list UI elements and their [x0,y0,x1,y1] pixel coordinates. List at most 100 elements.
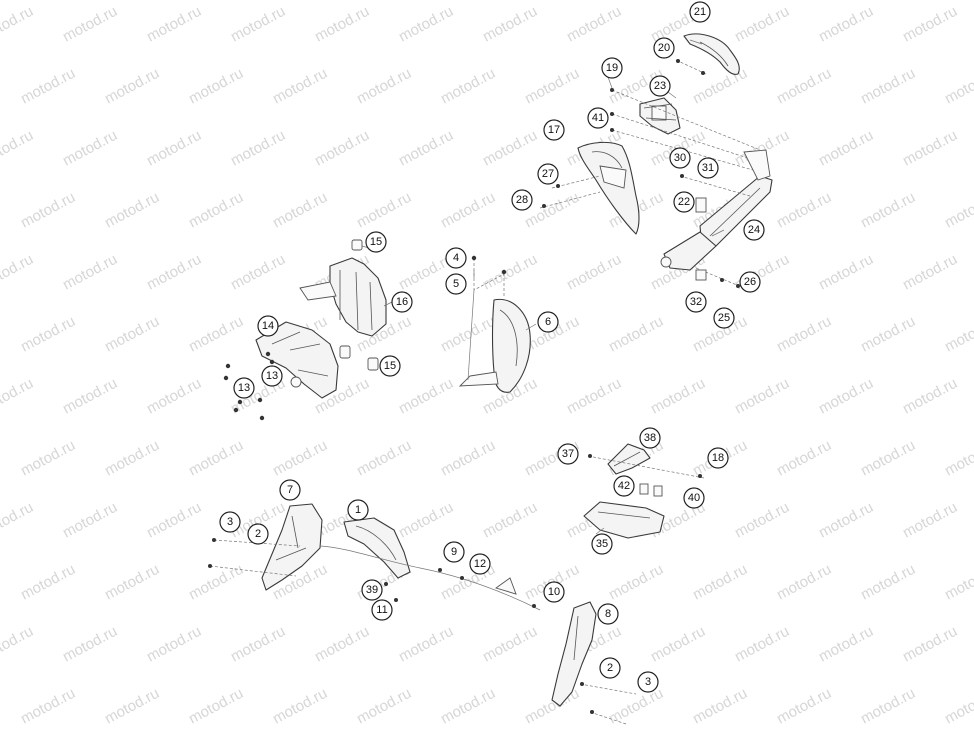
callout-42: 42 [613,475,635,497]
watermark-text: motod.ru [18,437,78,480]
callout-5: 5 [445,273,467,295]
svg-text:13: 13 [238,382,250,394]
watermark-text: motod.ru [480,127,540,170]
watermark-text: motod.ru [942,561,974,604]
callout-26: 26 [739,271,761,293]
watermark-text: motod.ru [774,561,834,604]
part-23-clamp [639,97,681,135]
watermark-text: motod.ru [900,127,960,170]
watermark-text: motod.ru [0,623,36,666]
watermark-text: motod.ru [564,375,624,418]
watermark-text: motod.ru [606,685,666,728]
watermark-text: motod.ru [606,313,666,356]
watermark-text: motod.ru [102,437,162,480]
watermark-text: motod.ru [0,251,36,294]
svg-text:32: 32 [690,296,702,308]
watermark-text: motod.ru [942,189,974,232]
svg-text:4: 4 [453,252,459,264]
callout-13-left: 13 [233,377,255,399]
watermark-text: motod.ru [732,3,792,46]
callout-28: 28 [511,189,533,211]
watermark-text: motod.ru [270,685,330,728]
watermark-text: motod.ru [816,499,876,542]
watermark-text: motod.ru [60,623,120,666]
watermark-text: motod.ru [312,623,372,666]
watermark-text: motod.ru [144,251,204,294]
svg-text:28: 28 [516,194,528,206]
callout-8: 8 [597,603,619,625]
watermark-text: motod.ru [186,685,246,728]
callout-24: 24 [743,219,765,241]
svg-text:25: 25 [718,312,730,324]
svg-text:22: 22 [678,196,690,208]
watermark-text: motod.ru [480,3,540,46]
watermark-text: motod.ru [102,189,162,232]
callout-19: 19 [601,57,623,79]
svg-text:35: 35 [596,538,608,550]
watermark-text: motod.ru [60,127,120,170]
watermark-text: motod.ru [186,313,246,356]
watermark-text: motod.ru [774,189,834,232]
watermark-text: motod.ru [270,437,330,480]
callout-3-bottom: 3 [637,671,659,693]
callout-3-top: 3 [219,511,241,533]
watermark-text: motod.ru [816,127,876,170]
watermark-text: motod.ru [60,499,120,542]
svg-text:3: 3 [227,516,233,528]
watermark-text: motod.ru [816,251,876,294]
watermark-text: motod.ru [18,685,78,728]
part-21-bracket [683,33,740,75]
watermark-text: motod.ru [228,251,288,294]
callout-11: 11 [371,599,393,621]
callout-21: 21 [689,1,711,23]
svg-text:24: 24 [748,224,760,236]
watermark-text: motod.ru [186,65,246,108]
callout-4: 4 [445,247,467,269]
watermark-text: motod.ru [816,375,876,418]
callout-18: 18 [707,447,729,469]
watermark-text: motod.ru [228,3,288,46]
svg-text:1: 1 [355,504,361,516]
svg-text:18: 18 [712,452,724,464]
watermark-text: motod.ru [900,499,960,542]
watermark-text: motod.ru [942,437,974,480]
callout-2-bottom: 2 [599,657,621,679]
part-24-rear-frame [660,149,773,271]
svg-text:21: 21 [694,6,706,18]
callout-7: 7 [279,479,301,501]
callout-layer: 21 20 19 23 41 17 30 31 27 28 22 24 26 3… [219,1,765,693]
watermark-text: motod.ru [18,65,78,108]
callout-27: 27 [537,163,559,185]
part-14-side-panel [255,321,339,399]
watermark-text: motod.ru [858,561,918,604]
watermark-text: motod.ru [816,623,876,666]
part-15-spacers [339,239,379,371]
svg-text:7: 7 [287,484,293,496]
watermark-text: motod.ru [144,499,204,542]
part-9-12-10-brake-line [319,545,541,611]
watermark-text: motod.ru [816,3,876,46]
callout-30: 30 [669,147,691,169]
watermark-text: motod.ru [732,375,792,418]
watermark-text: motod.ru [900,251,960,294]
callout-15-bottom: 15 [379,355,401,377]
part-8-lower-shield [551,601,637,725]
watermark-text: motod.ru [480,499,540,542]
watermark-text: motod.ru [354,189,414,232]
callout-12: 12 [469,553,491,575]
watermark-text: motod.ru [438,437,498,480]
watermark-text: motod.ru [438,313,498,356]
watermark-text: motod.ru [690,685,750,728]
callout-40: 40 [683,487,705,509]
callout-35: 35 [591,533,613,555]
watermark-text: motod.ru [774,65,834,108]
watermark-text: motod.ru [522,65,582,108]
watermark-text: motod.ru [900,375,960,418]
svg-text:42: 42 [618,480,630,492]
watermark-text: motod.ru [942,65,974,108]
svg-text:20: 20 [658,42,670,54]
watermark-text: motod.ru [606,561,666,604]
part-35-guard [583,501,665,539]
